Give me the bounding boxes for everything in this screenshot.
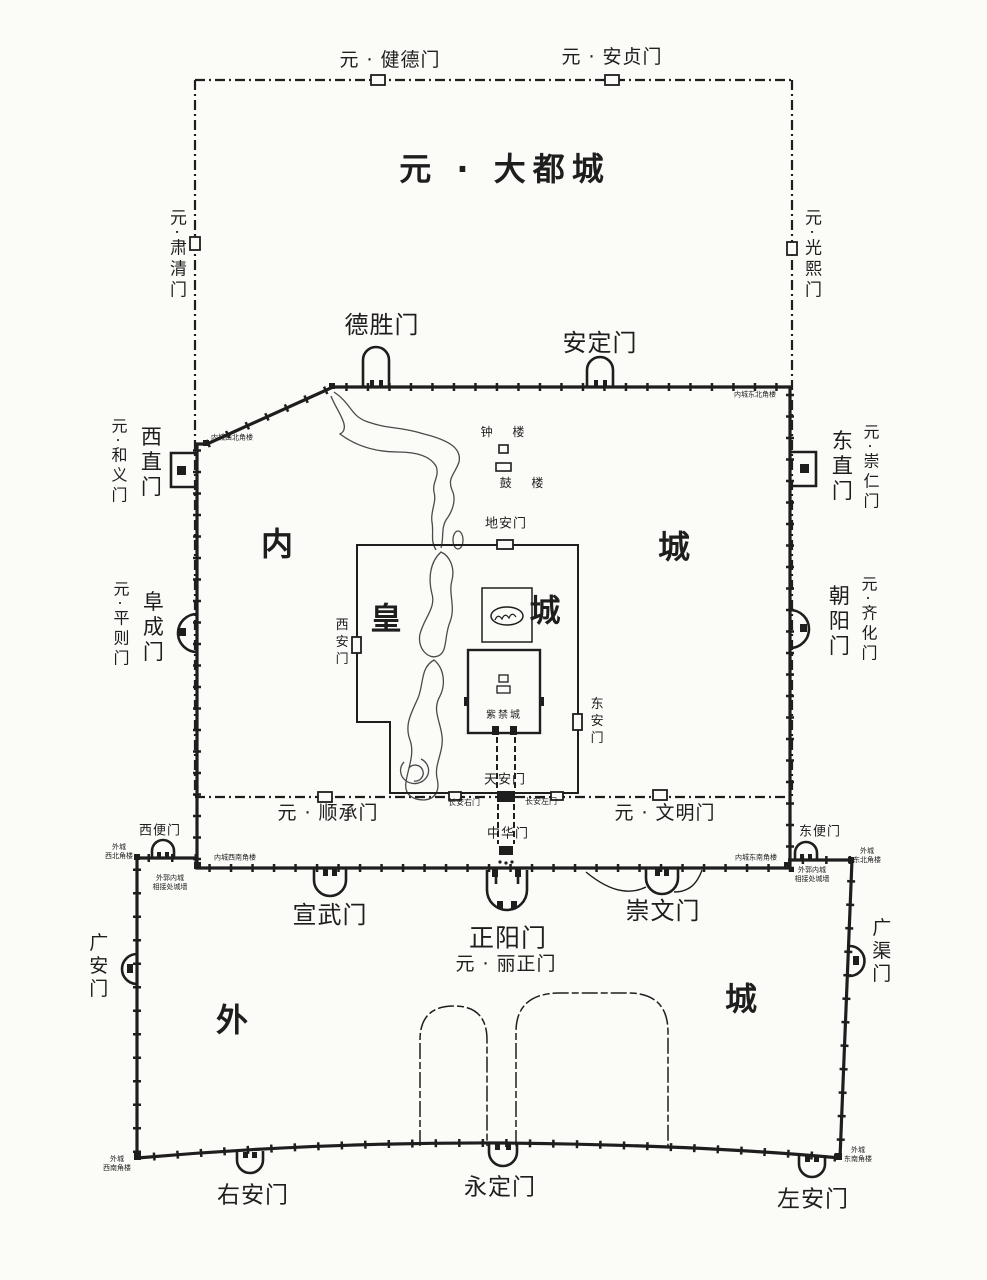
suqing-gate <box>189 236 201 251</box>
gate-label-deshengmen: 德胜门 <box>344 310 420 339</box>
dian-gate <box>496 539 514 550</box>
outer-city-label-east: 城 <box>724 980 760 1019</box>
outer-corner-se-label: 外城 东南角楼 <box>844 1145 872 1163</box>
gate-label-xianmen: 西安门 <box>332 617 348 669</box>
gate-label-qihuamen: 元·齐化门 <box>858 575 878 665</box>
gate-label-dongbianmen: 东便门 <box>798 824 842 840</box>
jiande-gate <box>370 74 386 86</box>
gate-label-pingzemen: 元·平则门 <box>110 580 130 670</box>
zhengyang-gate <box>485 868 529 912</box>
forbidden-city-label: 紫禁城 <box>486 710 522 722</box>
gate-label-shunchengmen: 元 · 顺承门 <box>277 801 379 824</box>
dongan-gate <box>572 713 583 731</box>
fucheng-gate <box>176 612 198 654</box>
gate-label-xibianmen: 西便门 <box>138 823 182 839</box>
junction-east-label: 外郭内城 相接处城墙 <box>794 865 830 883</box>
drum-tower-mark <box>495 462 512 472</box>
gate-label-zuoanmen: 左安门 <box>777 1186 849 1213</box>
gate-label-chongrenmen: 元·崇仁门 <box>860 423 880 513</box>
inner-city-label-east: 城 <box>657 528 693 567</box>
junction-west-label: 外郭内城 相接处城墙 <box>152 873 188 891</box>
gate-label-zhonghuamen: 中华门 <box>486 826 530 842</box>
desheng-gate <box>361 345 391 387</box>
youan-gate <box>235 1151 265 1175</box>
gate-label-lizhengmen: 元 · 丽正门 <box>455 952 557 975</box>
changan-zuo-gate <box>550 791 564 801</box>
bell-tower-label: 钟 楼 <box>480 424 526 439</box>
outer-corner-sw-label: 外城 西南角楼 <box>103 1154 131 1172</box>
gate-label-changan-zuo: 长安左门 <box>525 796 557 806</box>
dongbian-gate <box>793 840 819 860</box>
gate-label-changan-you: 长安右门 <box>448 797 480 807</box>
yuan-dadu-city-label: 元 · 大都城 <box>399 150 611 189</box>
gate-label-fuchengmen: 阜成门 <box>140 590 165 666</box>
xian-gate <box>351 636 362 654</box>
forbidden-city-wall <box>464 648 544 735</box>
chongwen-gate <box>585 868 703 896</box>
gate-label-guanganmen: 广安门 <box>86 932 109 1002</box>
guangqu-gate <box>848 944 866 978</box>
outer-city-label-west: 外 <box>215 1001 251 1040</box>
zuoan-gate <box>797 1155 827 1179</box>
outer-city-wall <box>133 854 857 1163</box>
yongding-gate <box>487 1143 519 1168</box>
gate-label-xuanwumen: 宣武门 <box>292 900 368 929</box>
xizhi-gate <box>169 451 197 489</box>
gate-label-tiananmen: 天安门 <box>483 772 527 788</box>
xibian-gate <box>150 838 176 858</box>
guangxi-gate <box>786 241 798 256</box>
outer-corner-nw-label: 外城 西北角楼 <box>105 842 133 860</box>
drum-tower-label: 鼓 楼 <box>499 475 545 490</box>
gate-label-chongwenmen: 崇文门 <box>625 896 701 925</box>
tower-marks <box>495 444 512 472</box>
gate-label-yongdingmen: 永定门 <box>464 1174 536 1201</box>
gate-label-youanmen: 右安门 <box>217 1182 289 1209</box>
gate-label-anzhenmen: 元 · 安贞门 <box>561 45 663 68</box>
jingshan-hill-icon <box>481 587 533 643</box>
bell-tower-mark <box>498 444 509 454</box>
gate-label-donganmen: 东安门 <box>587 696 603 748</box>
inner-city-wall <box>193 383 794 872</box>
gate-label-guangximen: 元·光熙门 <box>801 208 822 302</box>
anzhen-gate <box>604 74 620 86</box>
anding-gate <box>585 355 615 387</box>
inner-city-label-west: 内 <box>260 525 296 564</box>
corner-towers <box>134 383 854 1160</box>
wenming-gate <box>652 789 668 801</box>
gate-label-wenmingmen: 元 · 文明门 <box>614 801 716 824</box>
temple-enclosures <box>419 992 669 1146</box>
zhonghua-gate <box>499 846 513 855</box>
tianan-gate <box>497 791 515 802</box>
outer-corner-ne-label: 外城 东北角楼 <box>853 846 881 864</box>
imperial-city-wall <box>356 544 579 794</box>
guangan-gate <box>120 952 138 986</box>
gate-label-dianmen: 地安门 <box>484 516 528 532</box>
gate-label-guangqumen: 广渠门 <box>869 917 892 987</box>
dongzhi-gate <box>790 450 818 488</box>
gates <box>120 345 866 1179</box>
gate-label-suqingmen: 元·肃清门 <box>166 208 187 302</box>
inner-corner-ne-label: 内城东北角楼 <box>734 390 776 399</box>
inner-corner-sw-label: 内城西南角楼 <box>214 853 256 862</box>
water-system <box>330 391 464 801</box>
chaoyang-gate <box>789 608 811 650</box>
gate-label-andingmen: 安定门 <box>562 328 638 357</box>
yuan-gates <box>189 74 798 803</box>
imperial-city-label-west: 皇 <box>370 601 404 638</box>
gate-label-zhengyangmen: 正阳门 <box>468 923 548 953</box>
inner-corner-se-label: 内城东南角楼 <box>735 853 777 862</box>
changan-you-gate <box>448 791 462 801</box>
xuanwu-gate <box>312 868 348 898</box>
inner-corner-nw-label: 内城西北角楼 <box>211 433 253 442</box>
gate-label-chaoyangmen: 朝阳门 <box>826 584 851 660</box>
gate-label-dongzhimen: 东直门 <box>829 429 854 505</box>
shuncheng-gate <box>317 791 333 803</box>
gate-label-heyimen: 元·和义门 <box>108 417 128 507</box>
gate-label-jiandemen: 元 · 健德门 <box>339 48 441 71</box>
gate-label-xizhimen: 西直门 <box>138 425 163 501</box>
imperial-city-label-east: 城 <box>529 593 563 630</box>
imperial-gates <box>351 539 583 865</box>
